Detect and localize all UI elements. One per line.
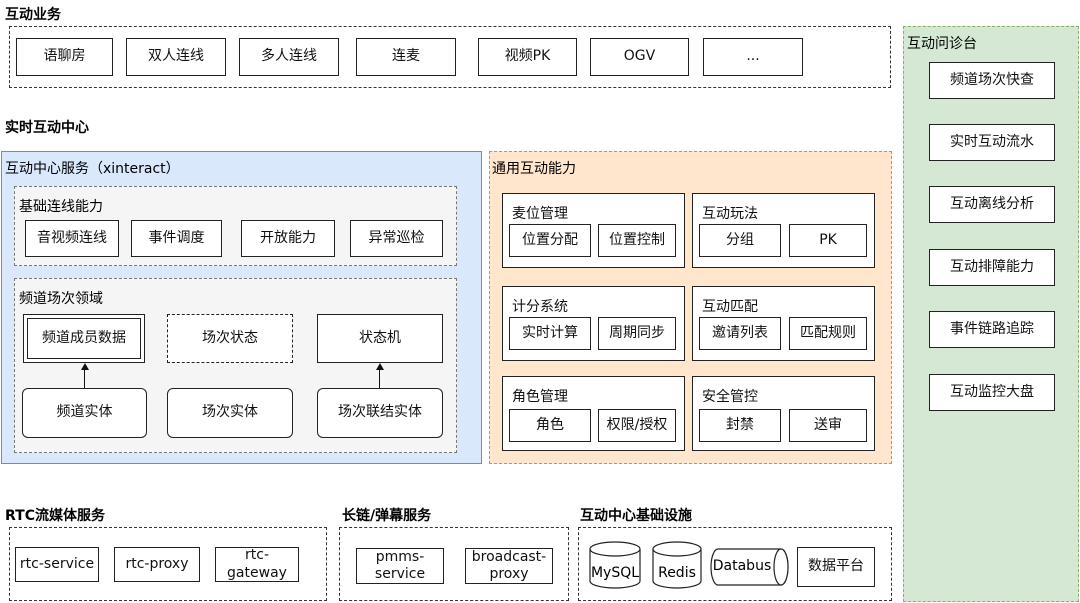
security-item-ban[interactable]: 封禁 xyxy=(699,409,781,442)
panel-interactive-gameplay-title: 互动玩法 xyxy=(702,206,758,222)
business-item-multi-link[interactable]: 多人连线 xyxy=(239,38,339,76)
panel-mic-seat-management-title: 麦位管理 xyxy=(512,206,568,222)
mysql-label: MySQL xyxy=(590,565,640,581)
broadcast-proxy-line2: proxy xyxy=(489,566,529,582)
business-item-more[interactable]: ... xyxy=(703,38,803,76)
rtc-proxy-box[interactable]: rtc-proxy xyxy=(114,547,200,582)
role-item-role[interactable]: 角色 xyxy=(509,409,591,442)
basic-item-anomaly-inspection[interactable]: 异常巡检 xyxy=(350,220,443,257)
matching-item-invite-list[interactable]: 邀请列表 xyxy=(699,317,781,350)
mysql-cylinder-top xyxy=(589,541,641,557)
security-item-review[interactable]: 送审 xyxy=(789,409,867,442)
rtc-service-box[interactable]: rtc-service xyxy=(15,547,99,582)
redis-database-icon[interactable] xyxy=(651,540,703,590)
arrow-head-channel-to-member xyxy=(80,363,89,370)
matching-item-match-rules[interactable]: 匹配规则 xyxy=(789,317,867,350)
diagnosis-item-troubleshooting[interactable]: 互动排障能力 xyxy=(929,249,1055,286)
business-item-ogv[interactable]: OGV xyxy=(590,38,689,76)
arrow-head-link-to-state-machine xyxy=(375,363,384,370)
mysql-cylinder-body xyxy=(589,549,641,589)
mic-item-position-allocation[interactable]: 位置分配 xyxy=(509,224,591,257)
channel-entity[interactable]: 频道实体 xyxy=(22,388,147,438)
databus-cylinder-end xyxy=(773,548,789,586)
general-capability-title: 通用互动能力 xyxy=(492,161,576,177)
longlink-container xyxy=(339,527,569,601)
gameplay-item-grouping[interactable]: 分组 xyxy=(699,224,781,257)
basic-item-open-capability[interactable]: 开放能力 xyxy=(241,220,335,257)
diagnosis-title: 互动问诊台 xyxy=(907,36,977,52)
channel-session-domain-title: 频道场次领域 xyxy=(19,291,103,307)
interactive-business-container xyxy=(9,26,891,88)
diagnosis-item-realtime-flow[interactable]: 实时互动流水 xyxy=(929,124,1055,161)
realtime-center-title: 实时互动中心 xyxy=(5,120,89,136)
business-item-co-mic[interactable]: 连麦 xyxy=(356,38,456,76)
business-item-video-pk[interactable]: 视频PK xyxy=(478,38,577,76)
rtc-title: RTC流媒体服务 xyxy=(5,508,105,524)
infra-container xyxy=(578,527,892,601)
state-machine[interactable]: 状态机 xyxy=(317,314,443,363)
scoring-item-realtime-calc[interactable]: 实时计算 xyxy=(509,317,591,350)
pmms-service-line2: service xyxy=(374,566,426,582)
session-state[interactable]: 场次状态 xyxy=(167,314,293,363)
panel-interactive-matching-title: 互动匹配 xyxy=(702,299,758,315)
redis-cylinder-top xyxy=(652,541,702,557)
diagnosis-item-channel-quick-lookup[interactable]: 频道场次快查 xyxy=(929,62,1055,99)
panel-scoring-system-title: 计分系统 xyxy=(512,299,568,315)
mysql-database-icon[interactable] xyxy=(588,540,642,590)
redis-cylinder-body xyxy=(652,549,702,589)
scoring-item-periodic-sync[interactable]: 周期同步 xyxy=(598,317,676,350)
channel-member-data[interactable]: 频道成员数据 xyxy=(23,314,145,363)
arrow-link-to-state-machine xyxy=(379,368,381,388)
panel-security-control-title: 安全管控 xyxy=(702,389,758,405)
databus-label: Databus xyxy=(712,558,772,574)
role-item-permission[interactable]: 权限/授权 xyxy=(598,409,676,442)
panel-role-management-title: 角色管理 xyxy=(512,389,568,405)
mic-item-position-control[interactable]: 位置控制 xyxy=(598,224,676,257)
basic-link-capability-title: 基础连线能力 xyxy=(19,199,103,215)
diagnosis-item-monitoring-dashboard[interactable]: 互动监控大盘 xyxy=(929,374,1055,411)
infra-title: 互动中心基础设施 xyxy=(580,508,692,524)
xinteract-title: 互动中心服务（xinteract） xyxy=(5,161,180,177)
session-link-entity[interactable]: 场次联结实体 xyxy=(317,388,443,438)
databus-queue-icon[interactable] xyxy=(710,547,790,587)
longlink-title: 长链/弹幕服务 xyxy=(342,508,432,524)
interactive-business-title: 互动业务 xyxy=(5,7,61,23)
redis-label: Redis xyxy=(658,565,696,581)
basic-item-event-dispatch[interactable]: 事件调度 xyxy=(131,220,222,257)
data-platform-box[interactable]: 数据平台 xyxy=(797,547,875,587)
rtc-container xyxy=(9,527,327,601)
rtc-gateway-box[interactable]: rtc-gateway xyxy=(215,547,299,582)
gameplay-item-pk[interactable]: PK xyxy=(789,224,867,257)
pmms-service-line1: pmms- xyxy=(375,548,425,565)
business-item-voice-room[interactable]: 语聊房 xyxy=(16,38,113,76)
broadcast-proxy-box[interactable]: broadcast- proxy xyxy=(465,548,553,584)
pmms-service-box[interactable]: pmms- service xyxy=(356,548,444,584)
session-entity[interactable]: 场次实体 xyxy=(167,388,293,438)
arrow-channel-to-member xyxy=(84,368,86,388)
basic-item-av-link[interactable]: 音视频连线 xyxy=(25,220,119,257)
diagnosis-item-event-tracing[interactable]: 事件链路追踪 xyxy=(929,311,1055,348)
broadcast-proxy-line1: broadcast- xyxy=(471,548,547,565)
diagnosis-item-offline-analysis[interactable]: 互动离线分析 xyxy=(929,186,1055,223)
business-item-dual-link[interactable]: 双人连线 xyxy=(126,38,226,76)
